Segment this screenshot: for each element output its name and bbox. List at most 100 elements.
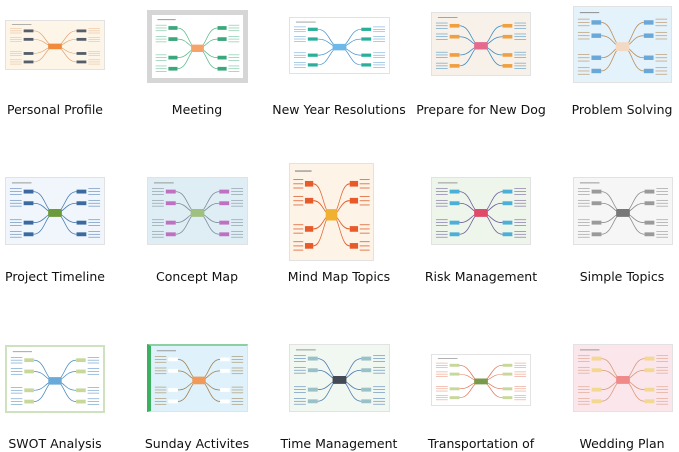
topic-node (168, 26, 178, 30)
topic-node (349, 226, 359, 232)
topic-node (643, 20, 654, 25)
topic-node (361, 356, 372, 361)
topic-node (591, 189, 602, 194)
topic-node (168, 399, 178, 404)
template-label[interactable]: Prepare for New Dog (416, 102, 546, 117)
central-topic (332, 376, 347, 384)
topic-node (168, 368, 178, 373)
template-label[interactable]: Time Management (280, 436, 398, 451)
template-label[interactable]: Meeting (171, 102, 223, 117)
topic-node (217, 26, 227, 30)
template-thumbnail[interactable] (431, 177, 531, 245)
topic-node (643, 33, 654, 38)
topic-node (502, 363, 513, 367)
template-thumbnail[interactable] (5, 20, 105, 70)
central-topic (48, 209, 62, 217)
template-thumbnail[interactable] (147, 344, 248, 412)
topic-node (307, 356, 318, 361)
topic-node (502, 387, 513, 391)
topic-node (361, 368, 372, 373)
template-label[interactable]: Risk Management (424, 269, 538, 284)
topic-node (23, 220, 34, 225)
mind-map-preview (290, 345, 389, 411)
central-topic (190, 209, 205, 217)
mind-map-preview (152, 15, 243, 78)
template-thumbnail[interactable] (431, 12, 531, 76)
template-label[interactable]: Sunday Activites (144, 436, 250, 451)
template-thumbnail[interactable] (147, 10, 248, 83)
mind-map-preview (151, 346, 247, 411)
topic-node (502, 372, 513, 376)
template-label[interactable]: SWOT Analysis (8, 436, 102, 451)
template-thumbnail[interactable] (573, 6, 672, 83)
topic-node (23, 232, 34, 237)
topic-node (219, 220, 230, 225)
central-topic (616, 376, 630, 384)
topic-node (502, 220, 513, 225)
topic-node (591, 68, 602, 74)
topic-node (361, 63, 372, 67)
mind-map-preview (290, 18, 389, 73)
topic-node (449, 232, 460, 237)
topic-node (449, 387, 460, 391)
template-thumbnail[interactable] (573, 344, 673, 412)
topic-node (449, 34, 460, 39)
topic-node (76, 388, 86, 393)
topic-node (502, 53, 513, 57)
topic-node (449, 23, 460, 28)
template-label[interactable]: Mind Map Topics (287, 269, 391, 284)
template-thumbnail[interactable] (289, 17, 390, 74)
topic-node (165, 201, 176, 206)
template-label[interactable]: Transportation of (427, 436, 535, 451)
template-label[interactable]: New Year Resolutions (272, 102, 406, 117)
topic-node (643, 68, 654, 74)
topic-node (76, 399, 86, 404)
topic-node (644, 189, 655, 194)
topic-node (349, 180, 359, 187)
topic-node (502, 201, 513, 206)
mind-map-preview (432, 178, 530, 244)
template-label[interactable]: Personal Profile (7, 102, 103, 117)
topic-node (220, 399, 230, 404)
topic-node (449, 363, 460, 367)
topic-node (220, 388, 230, 392)
topic-node (449, 189, 460, 194)
mind-map-preview (6, 178, 104, 244)
mind-map-preview (290, 164, 373, 260)
template-label[interactable]: Wedding Plan (579, 436, 665, 451)
central-topic (616, 209, 630, 217)
topic-node (165, 189, 176, 194)
topic-node (220, 368, 230, 373)
topic-node (591, 387, 602, 392)
template-label[interactable]: Concept Map (155, 269, 239, 284)
template-thumbnail[interactable] (431, 354, 531, 406)
template-label[interactable]: Problem Solving (571, 102, 673, 117)
template-thumbnail[interactable] (289, 344, 390, 412)
topic-node (23, 60, 34, 64)
topic-node (76, 29, 87, 33)
topic-node (307, 27, 318, 31)
template-thumbnail[interactable] (289, 163, 374, 261)
template-label[interactable]: Project Timeline (5, 269, 105, 284)
template-label[interactable]: Simple Topics (579, 269, 665, 284)
template-thumbnail[interactable] (147, 177, 248, 245)
template-thumbnail[interactable] (573, 177, 673, 245)
topic-node (502, 23, 513, 28)
topic-node (502, 64, 513, 68)
topic-node (217, 66, 227, 71)
topic-node (361, 27, 372, 31)
topic-node (361, 387, 372, 392)
topic-node (307, 368, 318, 373)
topic-node (307, 63, 318, 67)
central-topic (615, 42, 630, 52)
topic-node (449, 201, 460, 206)
topic-node (449, 220, 460, 225)
mind-map-preview (574, 7, 671, 82)
template-thumbnail[interactable] (5, 177, 105, 245)
template-thumbnail[interactable] (5, 345, 105, 413)
central-topic (48, 377, 62, 385)
topic-node (502, 34, 513, 39)
topic-node (307, 53, 318, 57)
topic-node (361, 37, 372, 41)
topic-node (165, 232, 176, 237)
